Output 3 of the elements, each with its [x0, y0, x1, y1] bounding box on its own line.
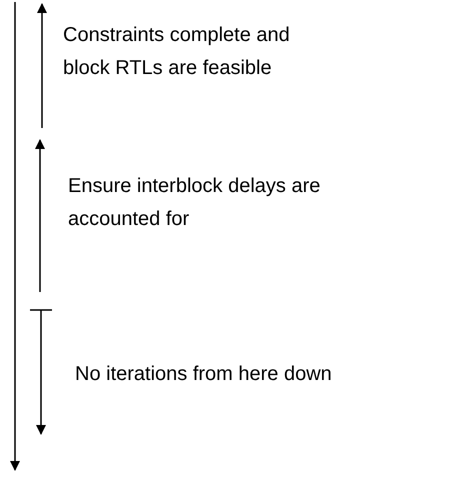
annotation-text: Ensure interblock delays are accounted for	[68, 174, 322, 232]
annotation-text: Constraints complete and block RTLs are feasible	[63, 23, 291, 81]
annotation-text: No iterations from here down	[75, 362, 333, 387]
